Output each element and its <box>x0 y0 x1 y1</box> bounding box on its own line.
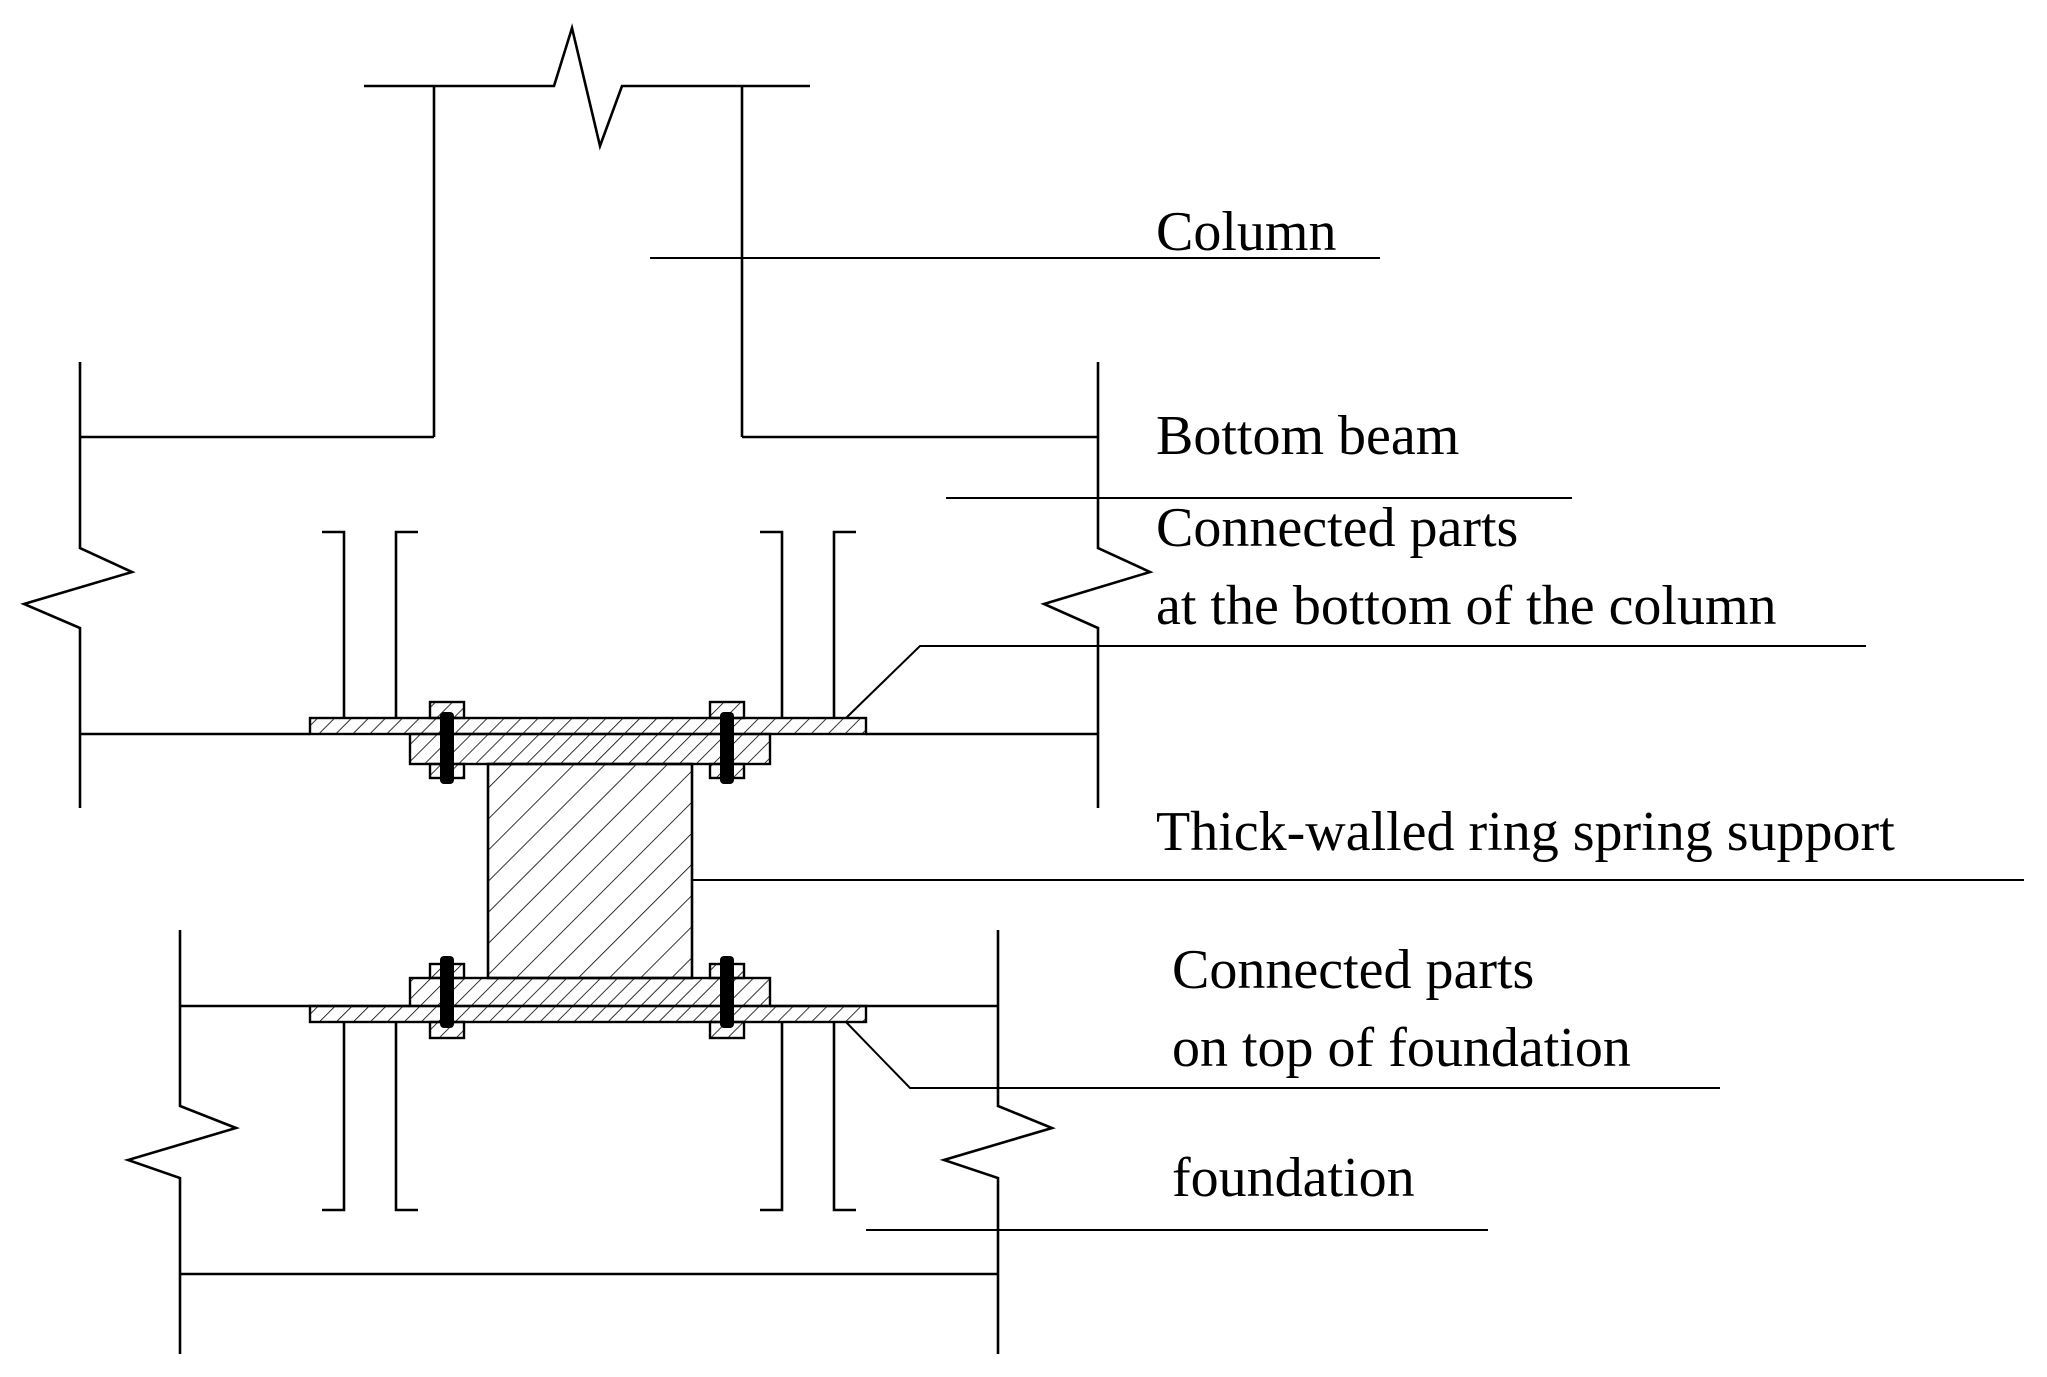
label-connected-bottom-line2: at the bottom of the column <box>1156 575 1777 637</box>
anchor-bracket <box>322 530 346 718</box>
anchor-bracket <box>832 530 856 718</box>
label-ring-spring: Thick-walled ring spring support <box>1156 801 1895 863</box>
bottom-right-bolt <box>720 956 734 1028</box>
anchor-bracket <box>394 530 418 718</box>
bottom-connection-outer-plate <box>308 1004 868 1024</box>
label-foundation: foundation <box>1172 1147 1415 1209</box>
label-connected-bottom-line1: Connected parts <box>1156 497 1518 559</box>
label-connected-top-line2: on top of foundation <box>1172 1017 1631 1079</box>
label-bottom-beam: Bottom beam <box>1156 405 1459 467</box>
anchor-bracket <box>832 1022 856 1212</box>
bottom-connection <box>308 956 868 1040</box>
bottom-connection-inner-plate <box>408 976 772 1008</box>
top-right-bolt <box>720 712 734 784</box>
leader-lines <box>650 257 2024 1231</box>
bottom-left-bolt <box>440 956 454 1028</box>
foundation <box>123 930 1056 1354</box>
top-connection-outer-plate <box>308 716 868 736</box>
label-connected-top-line1: Connected parts <box>1172 939 1534 1001</box>
foundation-anchors <box>322 1022 856 1212</box>
labels: Column Bottom beam Connected parts at th… <box>1156 201 1895 1209</box>
anchor-bracket <box>760 530 784 718</box>
top-left-bolt <box>440 712 454 784</box>
ring-spring-support <box>486 762 694 980</box>
label-column: Column <box>1156 201 1336 263</box>
foundation-right-break-line <box>939 930 1056 1354</box>
top-connection-inner-plate <box>408 732 772 766</box>
anchor-bracket <box>394 1022 418 1212</box>
leader-connected-bottom <box>845 645 1866 719</box>
top-connection <box>308 700 868 784</box>
anchor-bracket <box>760 1022 784 1212</box>
beam-anchors <box>322 530 856 718</box>
leader-connected-top <box>845 1021 1720 1089</box>
bottom-beam <box>20 362 1154 808</box>
beam-right-break-line <box>1040 362 1154 808</box>
foundation-left-break-line <box>123 930 240 1354</box>
column <box>364 23 810 437</box>
anchor-bracket <box>322 1022 346 1212</box>
column-top-break-line <box>364 23 810 151</box>
beam-left-break-line <box>20 362 136 808</box>
